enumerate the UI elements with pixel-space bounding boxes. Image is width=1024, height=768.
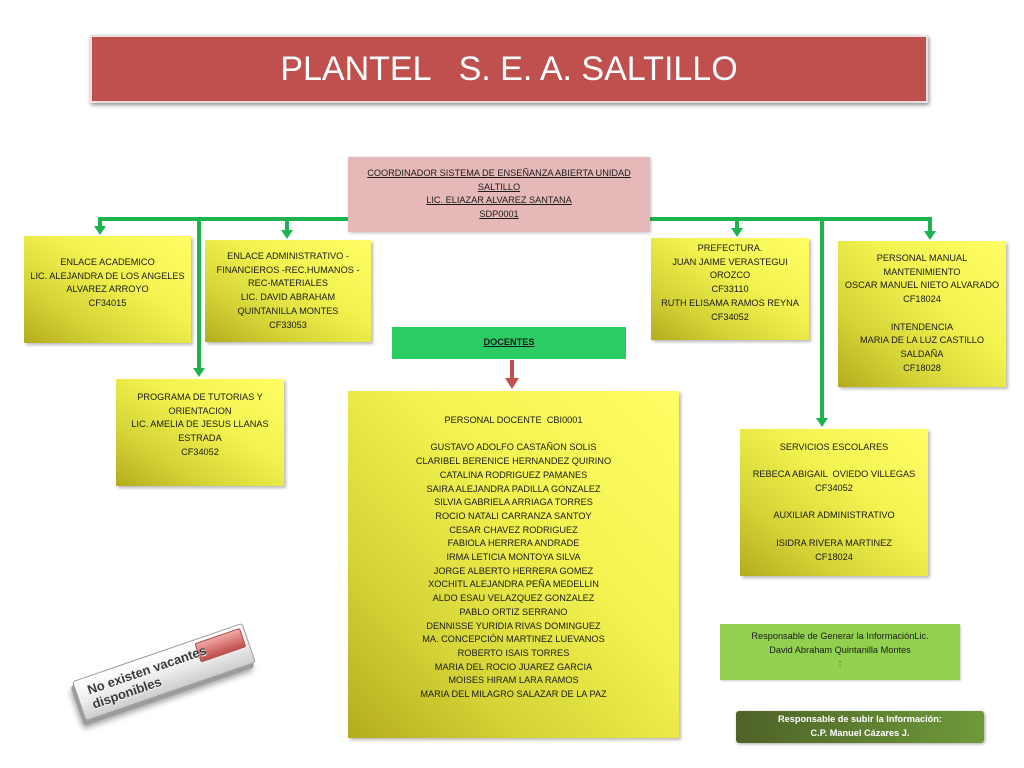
page-title: PLANTEL S. E. A. SALTILLO xyxy=(280,49,738,88)
responsable-subir-box: Responsable de subir la Información: C.P… xyxy=(736,711,984,743)
prefectura-name-1: JUAN JAIME VERASTEGUI xyxy=(672,256,788,267)
teacher-name: FABIOLA HERRERA ANDRADE xyxy=(447,538,580,549)
arrowhead-prefectura xyxy=(731,228,743,237)
line-spacer xyxy=(838,307,1006,321)
enlace-administrativo-title-continued: FINANCIEROS -REC.HUMANOS - xyxy=(216,264,360,275)
enlace-academico-name-continued: ALVAREZ ARROYO xyxy=(66,284,149,295)
servicios-escolares-code: CF34052 xyxy=(815,483,853,494)
arrowhead-personal-manual xyxy=(924,231,936,240)
docentes-header-box: DOCENTES xyxy=(392,327,626,359)
teacher-name: MARIA DEL MILAGRO SALAZAR DE LA PAZ xyxy=(420,689,607,700)
teacher-name: DENNISSE YURIDIA RIVAS DOMINGUEZ xyxy=(426,620,601,631)
auxiliar-administrativo-heading: AUXILIAR ADMINISTRATIVO xyxy=(773,510,895,521)
line-spacer xyxy=(348,428,679,442)
enlace-academico-name: LIC. ALEJANDRA DE LOS ANGELES xyxy=(30,270,185,281)
intendencia-name: MARIA DE LA LUZ CASTILLO xyxy=(859,335,985,346)
enlace-academico-code: CF34015 xyxy=(88,298,127,309)
arrowhead-enlace-administrativo xyxy=(281,230,293,239)
prefectura-box: PREFECTURA. JUAN JAIME VERASTEGUI OROZCO… xyxy=(651,238,809,340)
teacher-name: PABLO ORTIZ SERRANO xyxy=(459,606,568,617)
teacher-name: CESAR CHAVEZ RODRIGUEZ xyxy=(449,524,578,535)
prefectura-name-2: RUTH ELISAMA RAMOS REYNA xyxy=(661,297,799,308)
enlace-academico-box: ENLACE ACADEMICO LIC. ALEJANDRA DE LOS A… xyxy=(24,236,191,343)
personal-docente-box: PERSONAL DOCENTE CBI0001 GUSTAVO ADOLFO … xyxy=(348,391,679,738)
teacher-name: IRMA LETICIA MONTOYA SILVA xyxy=(446,552,581,563)
responsable-subir-label: Responsable de subir la Información: xyxy=(778,714,942,724)
prefectura-code-1: CF33110 xyxy=(711,284,749,295)
docentes-header: DOCENTES xyxy=(483,337,535,347)
teacher-name: XOCHITL ALEJANDRA PEÑA MEDELLIN xyxy=(428,579,599,590)
teacher-name: JORGE ALBERTO HERRERA GOMEZ xyxy=(433,565,594,576)
coordinator-title-continued: SALTILLO xyxy=(477,181,521,192)
responsable-generar-label: Responsable de Generar la InformaciónLic… xyxy=(751,631,929,641)
prefectura-name-1-continued: OROZCO xyxy=(709,270,751,281)
enlace-administrativo-title-end: REC-MATERIALES xyxy=(248,278,328,289)
tutorias-code: CF34052 xyxy=(181,446,219,457)
tutorias-title-continued: ORIENTACION xyxy=(168,405,232,416)
line-spacer xyxy=(740,523,928,537)
teacher-name: CATALINA RODRIGUEZ PAMANES xyxy=(439,469,588,480)
enlace-administrativo-name-continued: QUINTANILLA MONTES xyxy=(237,305,339,316)
arrowhead-tutorias xyxy=(193,368,205,377)
mantenimiento-title: MANTENIMIENTO xyxy=(883,266,961,277)
enlace-academico-title: ENLACE ACADEMICO xyxy=(60,257,155,267)
tutorias-name: LIC. AMELIA DE JESUS LLANAS xyxy=(131,419,269,430)
enlace-administrativo-name: LIC. DAVID ABRAHAM xyxy=(240,292,336,303)
mantenimiento-name: OSCAR MANUEL NIETO ALVARADO xyxy=(844,280,1000,291)
intendencia-name-continued: SALDAÑA xyxy=(900,348,944,359)
teacher-name: MOISES HIRAM LARA RAMOS xyxy=(448,675,579,686)
auxiliar-administrativo-code: CF18024 xyxy=(815,551,853,562)
arrowhead-docentes xyxy=(505,378,519,389)
responsable-generar-colon: : xyxy=(838,658,842,669)
tutorias-title: PROGRAMA DE TUTORIAS Y xyxy=(137,392,263,402)
responsable-generar-box: Responsable de Generar la InformaciónLic… xyxy=(720,624,960,680)
teacher-name: SILVIA GABRIELA ARRIAGA TORRES xyxy=(434,497,593,508)
coordinator-name: LIC. ELIAZAR ALVAREZ SANTANA xyxy=(426,195,572,206)
servicios-escolares-heading: SERVICIOS ESCOLARES xyxy=(779,442,889,452)
enlace-administrativo-code: CF33053 xyxy=(269,319,307,330)
auxiliar-administrativo-name: ISIDRA RIVERA MARTINEZ xyxy=(776,537,892,548)
arrowhead-servicios-escolares xyxy=(816,418,828,427)
teacher-name: ROBERTO ISAIS TORRES xyxy=(457,647,570,658)
line-spacer xyxy=(740,496,928,510)
responsable-generar-name: David Abraham Quintanilla Montes xyxy=(769,644,911,655)
teacher-name: SAIRA ALEJANDRA PADILLA GONZALEZ xyxy=(426,483,601,494)
teacher-name: ALDO ESAU VELAZQUEZ GONZALEZ xyxy=(432,593,595,604)
line-spacer xyxy=(740,455,928,469)
coordinator-code: SDP0001 xyxy=(479,209,519,220)
tutorias-name-continued: ESTRADA xyxy=(178,433,222,444)
coordinator-title: COORDINADOR SISTEMA DE ENSEÑANZA ABIERTA… xyxy=(367,168,631,178)
prefectura-code-2: CF34052 xyxy=(711,311,749,322)
responsable-subir-name: C.P. Manuel Cázares J. xyxy=(810,727,910,738)
teacher-name: GUSTAVO ADOLFO CASTAÑON SOLIS xyxy=(430,442,597,453)
teacher-name: MA. CONCEPCIÓN MARTINEZ LUEVANOS xyxy=(422,634,605,645)
prefectura-title: PREFECTURA. xyxy=(697,243,763,253)
personal-manual-title: PERSONAL MANUAL xyxy=(876,253,968,263)
servicios-escolares-name: REBECA ABIGAIL OVIEDO VILLEGAS xyxy=(752,469,916,480)
title-banner: PLANTEL S. E. A. SALTILLO xyxy=(90,35,928,103)
mantenimiento-code: CF18024 xyxy=(903,294,941,305)
personal-manual-box: PERSONAL MANUAL MANTENIMIENTO OSCAR MANU… xyxy=(838,241,1006,387)
enlace-administrativo-title: ENLACE ADMINISTRATIVO - xyxy=(227,251,349,261)
enlace-administrativo-box: ENLACE ADMINISTRATIVO - FINANCIEROS -REC… xyxy=(205,240,371,342)
intendencia-title: INTENDENCIA xyxy=(890,321,954,332)
coordinator-box: COORDINADOR SISTEMA DE ENSEÑANZA ABIERTA… xyxy=(348,157,650,232)
teacher-name: MARIA DEL ROCIO JUAREZ GARCIA xyxy=(434,661,593,672)
tutorias-box: PROGRAMA DE TUTORIAS Y ORIENTACION LIC. … xyxy=(116,379,284,486)
arrowhead-enlace-academico xyxy=(94,226,106,235)
intendencia-code: CF18028 xyxy=(903,362,941,373)
personal-docente-heading: PERSONAL DOCENTE CBI0001 xyxy=(444,415,583,425)
teacher-name: CLARIBEL BERENICE HERNANDEZ QUIRINO xyxy=(415,456,612,467)
servicios-escolares-box: SERVICIOS ESCOLARES REBECA ABIGAIL OVIED… xyxy=(740,429,928,576)
teacher-name: ROCIO NATALI CARRANZA SANTOY xyxy=(435,510,592,521)
